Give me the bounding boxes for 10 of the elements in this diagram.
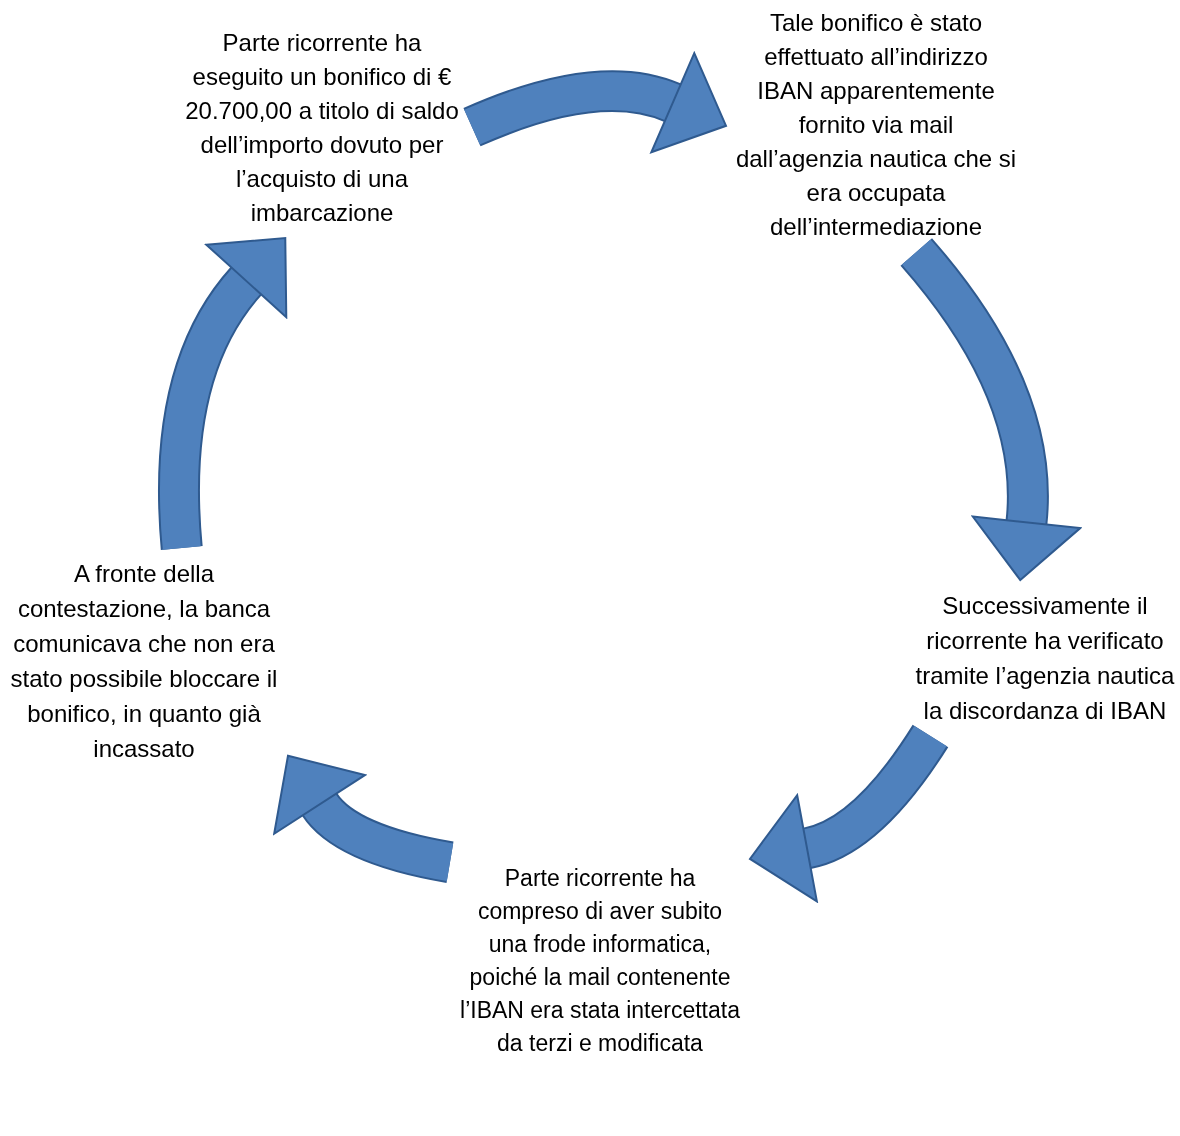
step-text: A fronte della contestazione, la banca comunicava che non era stato possibile bloccare il bonifico, in quanto già incassato [8,556,280,766]
curved-arrow [157,235,289,550]
step-text: Parte ricorrente ha compreso di aver subito una frode informatica, poiché la mail contenente l’IBAN era stata intercettata da terzi e modificata [458,862,742,1060]
curved-arrow [463,51,729,155]
step-text: Successivamente il ricorrente ha verificato tramite l’agenzia nautica la discordanza di IBAN [912,588,1178,728]
curved-arrow [900,238,1082,582]
curved-arrow [275,756,454,883]
step-text: Tale bonifico è stato effettuato all’indirizzo IBAN apparentemente fornito via mail dall’agenzia nautica che si era occupata dell’intermediazione [734,6,1018,244]
curved-arrow [749,724,949,902]
step-text: Parte ricorrente ha eseguito un bonifico di € 20.700,00 a titolo di saldo dell’importo dovuto per l’acquisto di una imbarcazione [180,26,464,230]
